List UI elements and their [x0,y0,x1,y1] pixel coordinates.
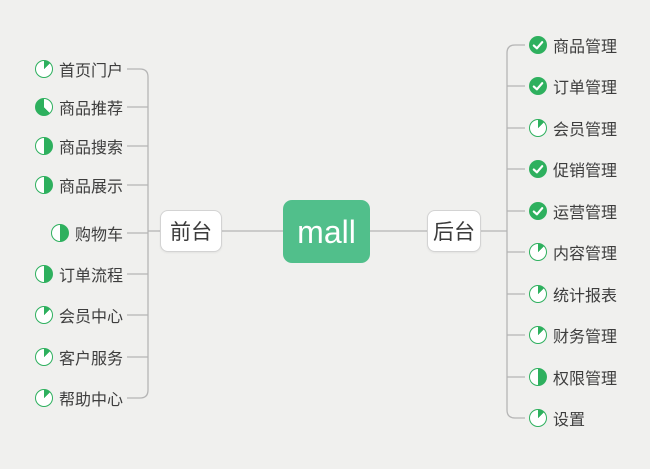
item-label: 促销管理 [553,163,618,180]
check-circle-icon [529,36,547,54]
check-circle-icon [529,77,547,95]
progress-pie-icon [34,98,53,116]
item-label: 首页门户 [58,63,123,80]
progress-pie-icon [529,119,547,137]
progress-pie-icon [34,176,53,194]
mindmap-leaf-item[interactable]: 商品搜索 [34,134,123,158]
item-label: 帮助中心 [58,392,123,409]
progress-pie-icon [34,265,53,283]
check-icon [529,202,547,220]
item-label: 商品搜索 [58,140,123,157]
mindmap-leaf-item[interactable]: 权限管理 [529,365,617,389]
mindmap-leaf-item[interactable]: 首页门户 [34,57,123,81]
progress-pie-icon [34,389,53,407]
item-label: 商品推荐 [58,101,123,118]
item-label: 订单流程 [58,268,123,285]
mindmap-leaf-item[interactable]: 促销管理 [529,157,617,181]
check-icon [529,160,547,178]
item-label: 财务管理 [553,329,618,346]
root-node-mall[interactable]: mall [283,200,370,263]
item-label: 购物车 [74,227,123,244]
mindmap-leaf-item[interactable]: 订单管理 [529,74,617,98]
mindmap-leaf-item[interactable]: 购物车 [50,221,123,245]
progress-pie-icon [529,326,547,344]
branch-node-front[interactable]: 前台 [160,210,222,252]
item-label: 运营管理 [553,205,618,222]
item-label: 会员中心 [58,309,123,326]
mindmap-leaf-item[interactable]: 统计报表 [529,282,617,306]
item-label: 统计报表 [553,288,618,305]
mindmap-leaf-item[interactable]: 订单流程 [34,262,123,286]
mindmap-leaf-item[interactable]: 商品管理 [529,33,617,57]
progress-pie-icon [529,243,547,261]
item-label: 商品管理 [553,39,618,56]
mindmap-leaf-item[interactable]: 商品展示 [34,173,123,197]
mindmap-leaf-item[interactable]: 运营管理 [529,199,617,223]
item-label: 权限管理 [553,371,618,388]
item-label: 会员管理 [553,122,618,139]
mindmap-leaf-item[interactable]: 财务管理 [529,323,617,347]
check-circle-icon [529,202,547,220]
mindmap-leaf-item[interactable]: 商品推荐 [34,95,123,119]
check-icon [529,77,547,95]
progress-pie-icon [34,137,53,155]
mindmap-leaf-item[interactable]: 会员管理 [529,116,617,140]
item-label: 设置 [553,412,586,429]
item-label: 订单管理 [553,80,618,97]
item-label: 内容管理 [553,246,618,263]
branch-node-back[interactable]: 后台 [427,210,481,252]
progress-pie-icon [529,368,547,386]
mindmap-leaf-item[interactable]: 设置 [529,406,585,430]
item-label: 商品展示 [58,179,123,196]
mindmap-leaf-item[interactable]: 客户服务 [34,345,123,369]
progress-pie-icon [34,60,53,78]
mindmap-leaf-item[interactable]: 帮助中心 [34,386,123,410]
check-circle-icon [529,160,547,178]
progress-pie-icon [529,409,547,427]
progress-pie-icon [34,348,53,366]
mindmap-leaf-item[interactable]: 会员中心 [34,303,123,327]
progress-pie-icon [529,285,547,303]
progress-pie-icon [50,224,69,242]
check-icon [529,36,547,54]
progress-pie-icon [34,306,53,324]
mindmap-leaf-item[interactable]: 内容管理 [529,240,617,264]
item-label: 客户服务 [58,351,123,368]
